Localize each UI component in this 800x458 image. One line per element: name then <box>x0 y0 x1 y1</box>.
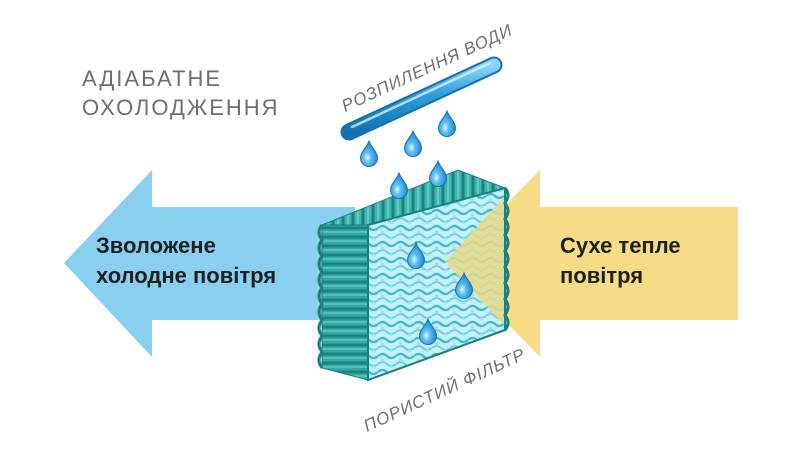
filter-right-edge <box>503 187 510 331</box>
title-line-2: ОХОЛОДЖЕННЯ <box>82 95 280 120</box>
warm-air-label-line-2: повітря <box>560 263 643 288</box>
filter-side-face <box>321 224 369 381</box>
water-drop-icon <box>454 271 474 299</box>
title-line-1: АДІАБАТНЕ <box>82 66 222 91</box>
water-drop-icon <box>428 159 448 187</box>
cold-air-label: Зволожене холодне повітря <box>96 233 276 288</box>
water-drops <box>359 109 474 345</box>
water-drop-icon <box>359 139 379 167</box>
spray-pipe-icon <box>340 56 503 141</box>
filter-front-face <box>367 186 510 382</box>
water-drop-icon <box>437 109 457 137</box>
water-drop-icon <box>389 171 409 199</box>
water-drop-icon <box>403 129 423 157</box>
warm-air-label: Сухе тепле повітря <box>560 233 681 288</box>
cold-air-arrow <box>64 170 355 357</box>
warm-air-label-line-1: Сухе тепле <box>560 233 681 258</box>
diagram-title: АДІАБАТНЕ ОХОЛОДЖЕННЯ <box>82 66 280 120</box>
water-drop-icon <box>418 317 438 345</box>
water-drop-icon <box>406 241 426 269</box>
filter-side-edge <box>317 224 324 369</box>
cold-air-label-line-1: Зволожене <box>96 233 216 258</box>
cold-air-label-line-2: холодне повітря <box>96 263 276 288</box>
warm-air-arrow <box>448 170 738 357</box>
warm-air-wedge <box>445 196 505 326</box>
